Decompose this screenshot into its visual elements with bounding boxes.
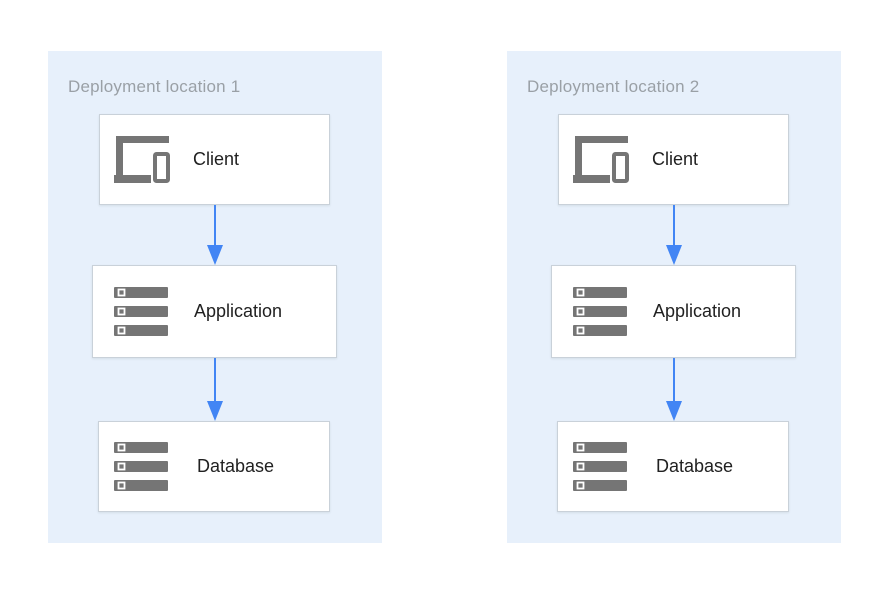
arrow-line: [673, 358, 675, 401]
devices-icon: [573, 136, 630, 183]
database-node: Database: [98, 421, 330, 512]
panel-title: Deployment location 2: [527, 77, 700, 96]
arrow-line: [673, 205, 675, 245]
arrow-head-icon: [207, 401, 223, 421]
deployment-panel-2: Deployment location 2 Client: [507, 51, 841, 543]
deployment-panel-1: Deployment location 1 Client: [48, 51, 382, 543]
arrow-head-icon: [666, 401, 682, 421]
arrow-client-to-application: [207, 205, 223, 265]
arrow-head-icon: [207, 245, 223, 265]
database-node: Database: [557, 421, 789, 512]
storage-icon: [114, 287, 168, 336]
storage-icon: [114, 442, 168, 491]
node-label: Client: [652, 149, 699, 169]
arrow-client-to-application: [666, 205, 682, 265]
application-node: Application: [92, 265, 337, 358]
client-node: Client: [99, 114, 330, 205]
arrow-application-to-database: [666, 358, 682, 421]
arrow-line: [214, 358, 216, 401]
devices-icon: [114, 136, 171, 183]
arrow-application-to-database: [207, 358, 223, 421]
node-label: Database: [656, 456, 734, 476]
node-label: Application: [194, 301, 283, 321]
node-label: Database: [197, 456, 275, 476]
application-node: Application: [551, 265, 796, 358]
node-label: Client: [193, 149, 240, 169]
client-node: Client: [558, 114, 789, 205]
node-label: Application: [653, 301, 742, 321]
storage-icon: [573, 287, 627, 336]
panel-title: Deployment location 1: [68, 77, 241, 96]
storage-icon: [573, 442, 627, 491]
arrow-line: [214, 205, 216, 245]
arrow-head-icon: [666, 245, 682, 265]
